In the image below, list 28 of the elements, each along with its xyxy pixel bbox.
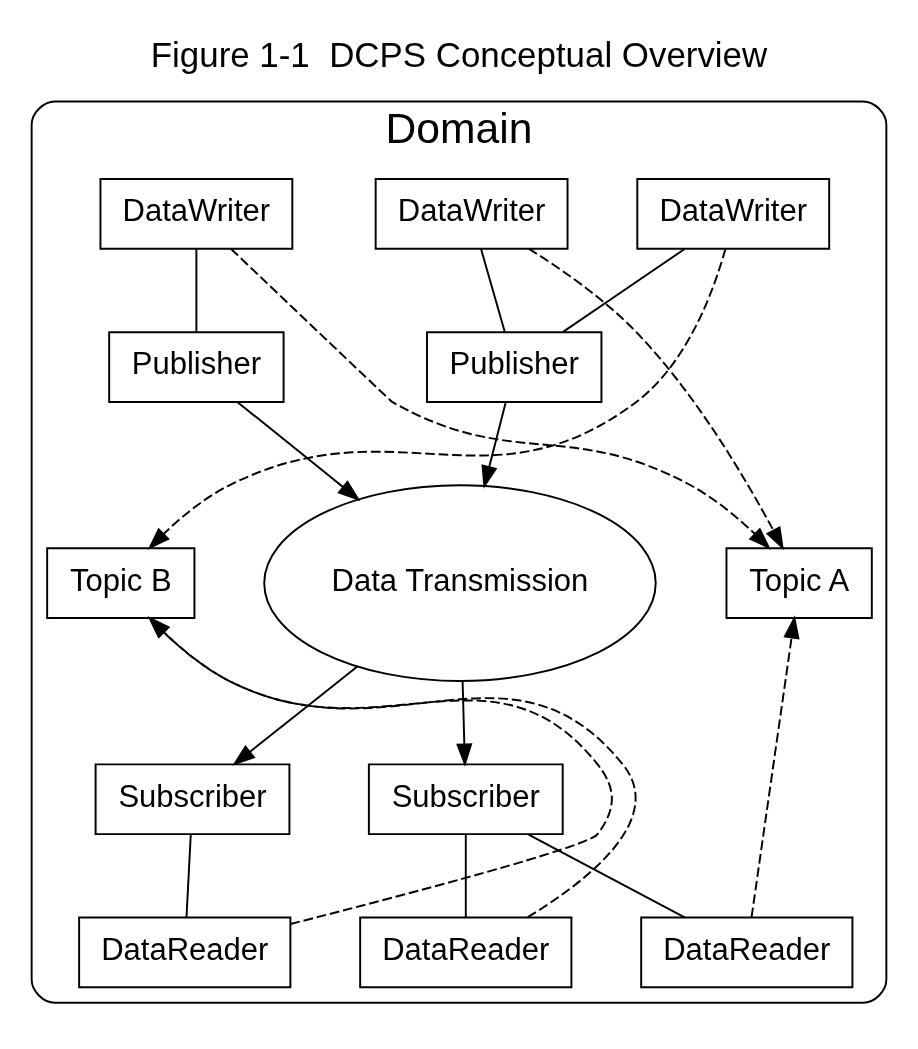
arrow [528, 247, 784, 550]
node-ellipse: Data Transmission [263, 483, 657, 682]
arrow [147, 247, 727, 550]
node-box: DataReader [78, 916, 292, 988]
connector [185, 832, 192, 918]
node-box: Publisher [108, 330, 285, 403]
node-box: DataWriter [636, 177, 831, 250]
connector [195, 247, 198, 333]
node-box: Topic B [46, 546, 196, 619]
node-box: DataWriter [99, 177, 294, 250]
connector [464, 832, 467, 918]
node-box: Publisher [426, 330, 603, 403]
diagram-title: Figure 1-1 DCPS Conceptual Overview [150, 34, 768, 74]
node-box: DataWriter [374, 177, 569, 250]
node-box: DataReader [640, 916, 854, 988]
arrow [750, 614, 800, 918]
node-box: Topic A [725, 546, 873, 619]
node-box: Subscriber [94, 762, 291, 835]
arrow [236, 400, 361, 501]
connector [480, 247, 506, 333]
arrow [456, 679, 473, 767]
arrow [481, 400, 507, 489]
connector [561, 247, 686, 333]
connector [527, 832, 686, 918]
arrow [230, 247, 771, 550]
node-box: DataReader [359, 916, 573, 988]
arrow [232, 665, 359, 766]
node-box: Subscriber [367, 762, 564, 835]
